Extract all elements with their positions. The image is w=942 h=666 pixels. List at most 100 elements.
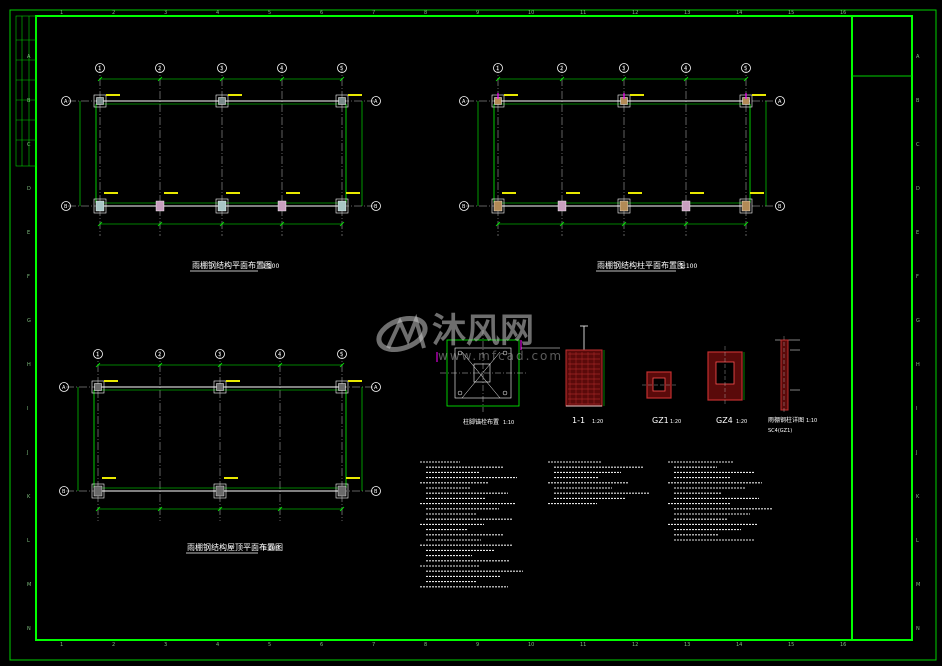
- dimension-tick: [95, 506, 101, 512]
- border-tick-right: L: [916, 538, 919, 544]
- dimension-tick: [279, 76, 285, 82]
- axis-bubble-5: [337, 349, 347, 359]
- axis-label-A: A: [778, 99, 782, 105]
- axis-bubble-B: [775, 201, 785, 211]
- detail-steel-column[interactable]: [775, 336, 800, 412]
- detail-base-title: 柱脚锚栓布置: [463, 418, 499, 426]
- border-tick-bottom: 5: [268, 642, 271, 648]
- axis-bubble-A: [59, 382, 69, 392]
- border-tick-right: M: [916, 582, 920, 588]
- column-top: [215, 94, 229, 108]
- axis-bubble-4: [277, 63, 287, 73]
- dimension-tick: [157, 221, 163, 227]
- column-bottom-core: [93, 485, 103, 497]
- detail-rail-scale: 1:10: [806, 418, 817, 424]
- dimension-tick: [97, 76, 103, 82]
- column-bottom: [335, 483, 349, 499]
- dimension-tick: [495, 221, 501, 227]
- axis-bubble-B: [59, 486, 69, 496]
- axis-label-2: 2: [560, 66, 563, 72]
- border-tick-right: J: [915, 450, 917, 456]
- column-bottom-core: [741, 200, 751, 212]
- axis-bubble-1: [493, 63, 503, 73]
- dimension-tick: [157, 506, 163, 512]
- dimension-tick: [339, 362, 345, 368]
- detail-gz1-scale: 1:20: [670, 419, 681, 425]
- border-tick-right: B: [916, 98, 920, 104]
- intermediate-post: [155, 200, 165, 212]
- axis-bubble-A: [371, 382, 381, 392]
- column-bottom-core: [337, 485, 347, 497]
- axis-bubble-3: [215, 349, 225, 359]
- detail-base-plate[interactable]: [436, 330, 560, 412]
- dimension-tick: [559, 76, 565, 82]
- column-bottom-core: [95, 200, 105, 212]
- axis-bubble-4: [681, 63, 691, 73]
- intermediate-post: [277, 200, 287, 212]
- border-tick-left: A: [27, 54, 31, 60]
- border-tick-top: 4: [216, 10, 219, 16]
- axis-label-A: A: [64, 99, 68, 105]
- dimension-tick: [217, 362, 223, 368]
- axis-bubble-A: [61, 96, 71, 106]
- axis-bubble-4: [275, 349, 285, 359]
- detail-rail-title: 雨棚钢柱详图: [768, 416, 804, 424]
- axis-bubble-1: [95, 63, 105, 73]
- dimension-tick: [219, 76, 225, 82]
- axis-bubble-1: [93, 349, 103, 359]
- column-bottom-core: [215, 485, 225, 497]
- axis-bubble-A: [775, 96, 785, 106]
- column-bottom-core: [217, 200, 227, 212]
- border-tick-right: C: [916, 142, 920, 148]
- column-top: [213, 380, 227, 394]
- detail-gz4[interactable]: [707, 346, 745, 406]
- column-top: [93, 94, 107, 108]
- column-bottom: [91, 483, 105, 499]
- watermark-logo-text: 沐风网: [432, 311, 534, 351]
- sheet-outer-frame: [9, 9, 937, 661]
- dimension-tick: [621, 76, 627, 82]
- axis-label-5: 5: [340, 352, 343, 358]
- dimension-tick: [217, 506, 223, 512]
- intermediate-post: [681, 200, 691, 212]
- detail-gz1[interactable]: [642, 371, 676, 399]
- column-bottom: [739, 198, 753, 214]
- sheet-inner-frame: [35, 15, 913, 641]
- border-tick-top: 9: [476, 10, 479, 16]
- axis-bubble-B: [459, 201, 469, 211]
- column-top-core: [96, 97, 104, 105]
- axis-label-A: A: [62, 385, 66, 391]
- column-top-core: [338, 97, 346, 105]
- dimension-tick: [277, 362, 283, 368]
- axis-bubble-B: [371, 486, 381, 496]
- axis-label-4: 4: [684, 66, 687, 72]
- watermark: 沐风网 www.mfcad.com: [376, 311, 563, 363]
- border-tick-left: L: [27, 538, 30, 544]
- axis-bubble-3: [217, 63, 227, 73]
- intermediate-post: [557, 200, 567, 212]
- watermark-url: www.mfcad.com: [438, 349, 563, 363]
- plan-top-left-title: 雨棚钢结构平面布置图: [192, 260, 272, 270]
- border-tick-right: K: [916, 494, 920, 500]
- axis-label-B: B: [462, 204, 466, 210]
- border-tick-top: 13: [684, 10, 690, 16]
- axis-label-3: 3: [218, 352, 221, 358]
- axis-bubble-3: [619, 63, 629, 73]
- axis-label-2: 2: [158, 352, 161, 358]
- dimension-tick: [621, 221, 627, 227]
- axis-label-A: A: [374, 99, 378, 105]
- dimension-tick: [157, 362, 163, 368]
- border-tick-bottom: 14: [736, 642, 742, 648]
- column-bottom-core: [493, 200, 503, 212]
- axis-label-A: A: [462, 99, 466, 105]
- dimension-tick: [743, 76, 749, 82]
- border-tick-right: G: [916, 318, 920, 324]
- border-tick-top: 16: [840, 10, 846, 16]
- axis-label-5: 5: [340, 66, 343, 72]
- detail-section-1-1[interactable]: [565, 325, 605, 407]
- column-top-core: [216, 383, 224, 391]
